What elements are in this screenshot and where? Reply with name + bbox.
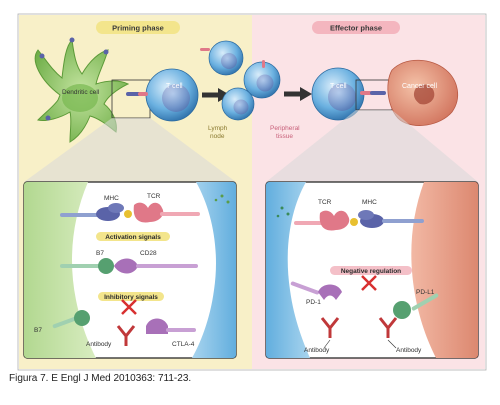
mhc-label-right: MHC [362,199,377,206]
peripheral-tissue-label-2: tissue [276,133,293,140]
priming-phase-label: Priming phase [112,24,164,33]
dc-receptors [39,37,109,121]
tcr-label-right: TCR [318,199,332,206]
negative-regulation-label: Negative regulation [341,268,401,275]
activation-signals-badge [96,232,170,241]
dendritic-cell-label: Dendritic cell [62,89,100,96]
inhibitory-signals-badge [98,292,164,301]
mhc-label-left: MHC [104,195,119,202]
priming-phase-header [96,21,180,34]
pd1-label: PD-1 [306,299,321,306]
tcr-label-left: TCR [147,193,161,200]
effector-phase-header [312,21,400,34]
expanding-t-cells [200,40,281,121]
mhc-tcr-complex-left [60,202,200,223]
effector-contact-receptor [360,91,386,95]
expansion-arrow-left-head [218,88,230,102]
b7-label-bottom: B7 [34,327,42,334]
priming-zoom-wedge [24,118,236,182]
cancer-cell [387,59,459,126]
effector-phase-label: Effector phase [330,24,382,33]
pdl1-label: PD-L1 [416,289,435,296]
activation-signals-label: Activation signals [105,234,161,241]
antibody-label-left: Antibody [86,341,112,348]
pdl1-ligand [378,293,439,338]
lymph-node-label-1: Lymph [208,125,228,132]
t-cell-left [145,68,199,122]
peripheral-tissue-label-1: Peripheral [270,125,300,132]
tcr-mhc-complex-right [294,210,424,231]
cd28-label: CD28 [140,250,157,257]
t-cell-right-label: T cell [330,83,347,90]
dendritic-cell [34,38,130,143]
antibody-label-right-2: Antibody [396,347,422,354]
antibody-leader-right-1 [323,339,331,349]
inhibitory-signals-label: Inhibitory signals [104,294,158,301]
t-cell-left-label: T cell [166,83,183,90]
b7-label-top: B7 [96,250,104,257]
b7-ctla4-complex [52,310,196,346]
antibody-label-right-1: Antibody [304,347,330,354]
pd1-receptor [290,281,342,338]
effector-zoom-wedge [266,110,478,182]
inhibition-x-icon-right [361,275,377,291]
t-cell-right [311,67,365,121]
b7-cd28-complex [60,258,198,274]
ctla4-label: CTLA-4 [172,341,195,348]
cancer-cell-label: Cancer cell [402,83,437,90]
expansion-arrow-right-head [300,87,312,101]
antibody-leader-right-2 [387,339,397,349]
lymph-node-label-2: node [210,133,225,140]
inhibition-x-icon-left [121,299,137,315]
negative-regulation-badge [330,266,412,275]
priming-contact-receptor [126,92,148,96]
figure-caption: Figura 7. E Engl J Med 2010363: 711-23. [9,373,192,384]
